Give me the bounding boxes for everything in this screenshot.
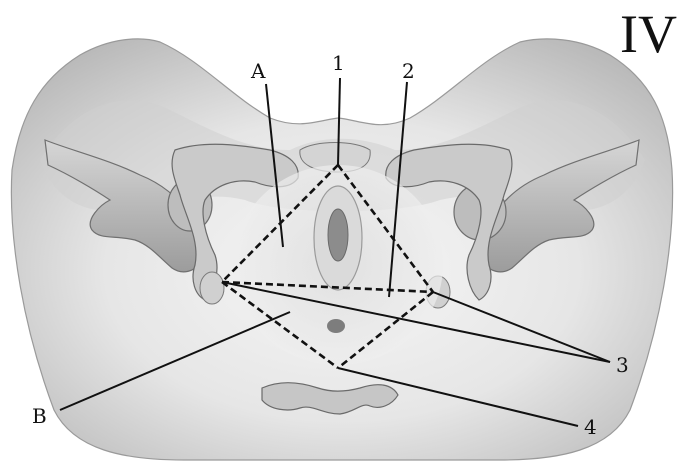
label-2: 2: [402, 59, 415, 83]
label-1: 1: [332, 51, 345, 75]
label-3: 3: [616, 353, 629, 377]
anal-opening: [327, 319, 345, 333]
plate-number: IV: [620, 4, 677, 64]
label-a: A: [250, 59, 266, 83]
urogenital-inner: [328, 209, 348, 261]
label-b: B: [32, 404, 47, 428]
label-4: 4: [584, 415, 597, 439]
left-ischial-tuberosity: [200, 272, 224, 304]
